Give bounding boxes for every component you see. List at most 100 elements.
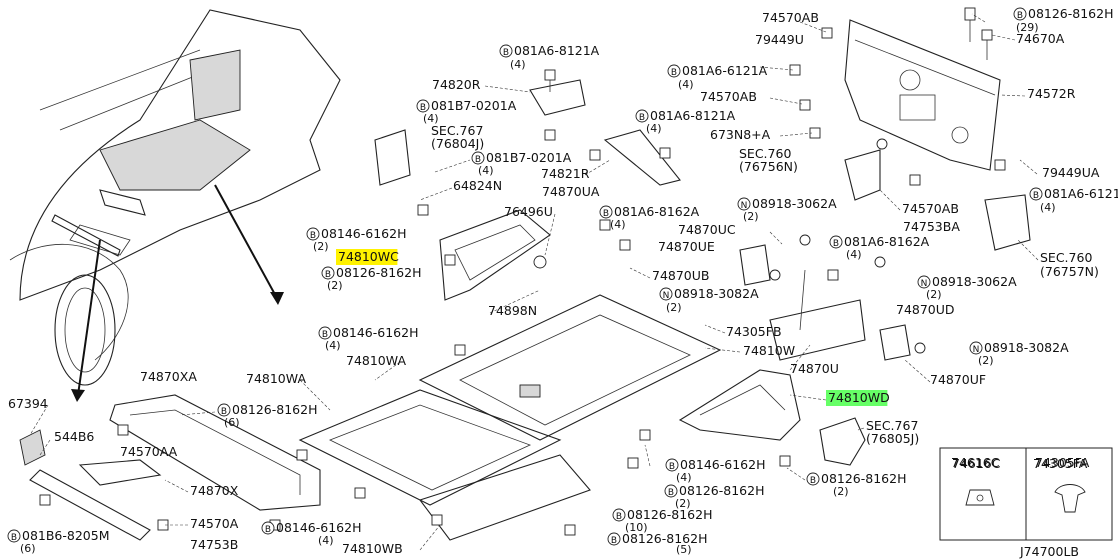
part-number-text: 081B7-0201A <box>431 98 517 113</box>
part-number-text: 74810WD <box>828 390 890 405</box>
part-label-l37: 74870UC <box>678 222 736 237</box>
prefix-letter: N <box>741 201 748 211</box>
bracket-group <box>51 79 1031 361</box>
rear-bracket-plate <box>844 19 1001 171</box>
prefix-circle-icon <box>659 287 673 301</box>
part-label-l24: 74821R <box>541 166 590 181</box>
part-label-l5: 79449U <box>755 32 804 47</box>
part-label-l70: 74810WD <box>826 390 890 406</box>
prefix-letter: B <box>603 209 609 219</box>
part-label-l30: (4) <box>1040 201 1056 214</box>
part-label-l39: (2) <box>313 240 329 253</box>
part-label-l83: (2) <box>675 497 691 510</box>
direction-arrows <box>71 184 284 402</box>
part-label-l55: 74870UD <box>896 302 955 317</box>
part-label-l57: (4) <box>325 339 341 352</box>
part-number-text: (2) <box>743 210 759 223</box>
part-label-l48: 74870UB <box>652 268 710 283</box>
part-number-text: 081B6-8205M <box>22 528 110 543</box>
prefix-circle-icon <box>806 472 820 486</box>
clip-hole-icon <box>976 494 984 502</box>
part-number-text: 74870XA <box>140 369 197 384</box>
prefix-circle-icon <box>737 197 751 211</box>
part-number-text: (2) <box>833 485 849 498</box>
part-label-l19: 673N8+A <box>710 127 771 142</box>
prefix-circle-icon <box>635 109 649 123</box>
part-number-text: (29) <box>1016 21 1039 34</box>
part-number-text: (2) <box>313 240 329 253</box>
prefix-circle-icon <box>318 326 332 340</box>
part-number-text: 74870UB <box>652 268 710 283</box>
part-number-text: (4) <box>478 164 494 177</box>
part-number-text: 08126-8162H <box>1028 6 1114 21</box>
prefix-letter: B <box>611 536 617 546</box>
part-label-l93: B 08126-8162H <box>607 531 708 546</box>
part-label-l35: (4) <box>610 218 626 231</box>
inset-label-74305FA: 74305FA <box>1033 456 1088 471</box>
part-label-l85: (10) <box>625 521 648 534</box>
prefix-letter: B <box>639 113 645 123</box>
part-number-text: 74898N <box>488 303 537 318</box>
prefix-circle-icon <box>7 529 21 543</box>
part-label-l2: B 08126-8162H <box>1013 6 1114 21</box>
part-label-l12: 74572R <box>1027 86 1076 101</box>
prefix-letter: B <box>503 48 509 58</box>
part-number-text: 74753B <box>190 537 238 552</box>
part-label-l18: (76804J) <box>431 136 484 151</box>
part-number-text: 08918-3082A <box>674 286 759 301</box>
part-number-text: 74870UF <box>930 372 986 387</box>
leader-lines <box>29 13 1039 551</box>
prefix-circle-icon <box>969 341 983 355</box>
part-label-l82: B 08126-8162H <box>664 483 765 498</box>
part-number-text: (6) <box>20 542 36 555</box>
part-label-l25: 79449UA <box>1042 165 1100 180</box>
cross-member-74870X <box>19 394 321 541</box>
part-number-text: 74810W <box>743 343 795 358</box>
part-label-l22: SEC.760 <box>739 146 791 161</box>
part-number-text: 08126-8162H <box>679 483 765 498</box>
prefix-letter: N <box>663 291 670 301</box>
part-number-text: (4) <box>1040 201 1056 214</box>
part-label-l66: 74870UF <box>930 372 986 387</box>
part-number-text: 74810WA <box>246 371 306 386</box>
part-number-text: 08146-6162H <box>333 325 419 340</box>
prefix-letter: B <box>11 533 17 543</box>
part-label-l53: 74898N <box>488 303 537 318</box>
part-label-l47: (2) <box>327 279 343 292</box>
part-number-text: 74570AB <box>762 10 819 25</box>
part-number-text: (4) <box>610 218 626 231</box>
prefix-letter: B <box>668 488 674 498</box>
part-number-text: 74305FB <box>726 324 782 339</box>
prefix-letter: B <box>310 231 316 241</box>
part-label-l64: 74870XA <box>140 369 197 384</box>
prefix-circle-icon <box>1029 187 1043 201</box>
part-number-text: (4) <box>846 248 862 261</box>
prefix-circle-icon <box>599 205 613 219</box>
part-label-l10: 74820R <box>432 77 481 92</box>
prefix-circle-icon <box>416 99 430 113</box>
part-label-l21: (4) <box>478 164 494 177</box>
part-number-text: 081A6-8162A <box>844 234 930 249</box>
part-label-l14: (4) <box>423 112 439 125</box>
part-label-l50: (2) <box>926 288 942 301</box>
part-label-l6: B 081A6-8121A <box>499 43 600 58</box>
part-number-text: 74570AB <box>700 89 757 104</box>
undercover-74810WA <box>298 389 562 506</box>
prefix-letter: B <box>810 476 816 486</box>
part-label-l16: (4) <box>646 122 662 135</box>
part-number-text: 74572R <box>1027 86 1076 101</box>
part-number-text: 081A6-8121A <box>514 43 600 58</box>
part-label-l3: (29) <box>1016 21 1039 34</box>
diagram-code: J74700LB <box>1019 544 1079 559</box>
prefix-letter: B <box>1017 11 1023 21</box>
prefix-circle-icon <box>499 44 513 58</box>
part-number-text: 08126-8162H <box>622 531 708 546</box>
